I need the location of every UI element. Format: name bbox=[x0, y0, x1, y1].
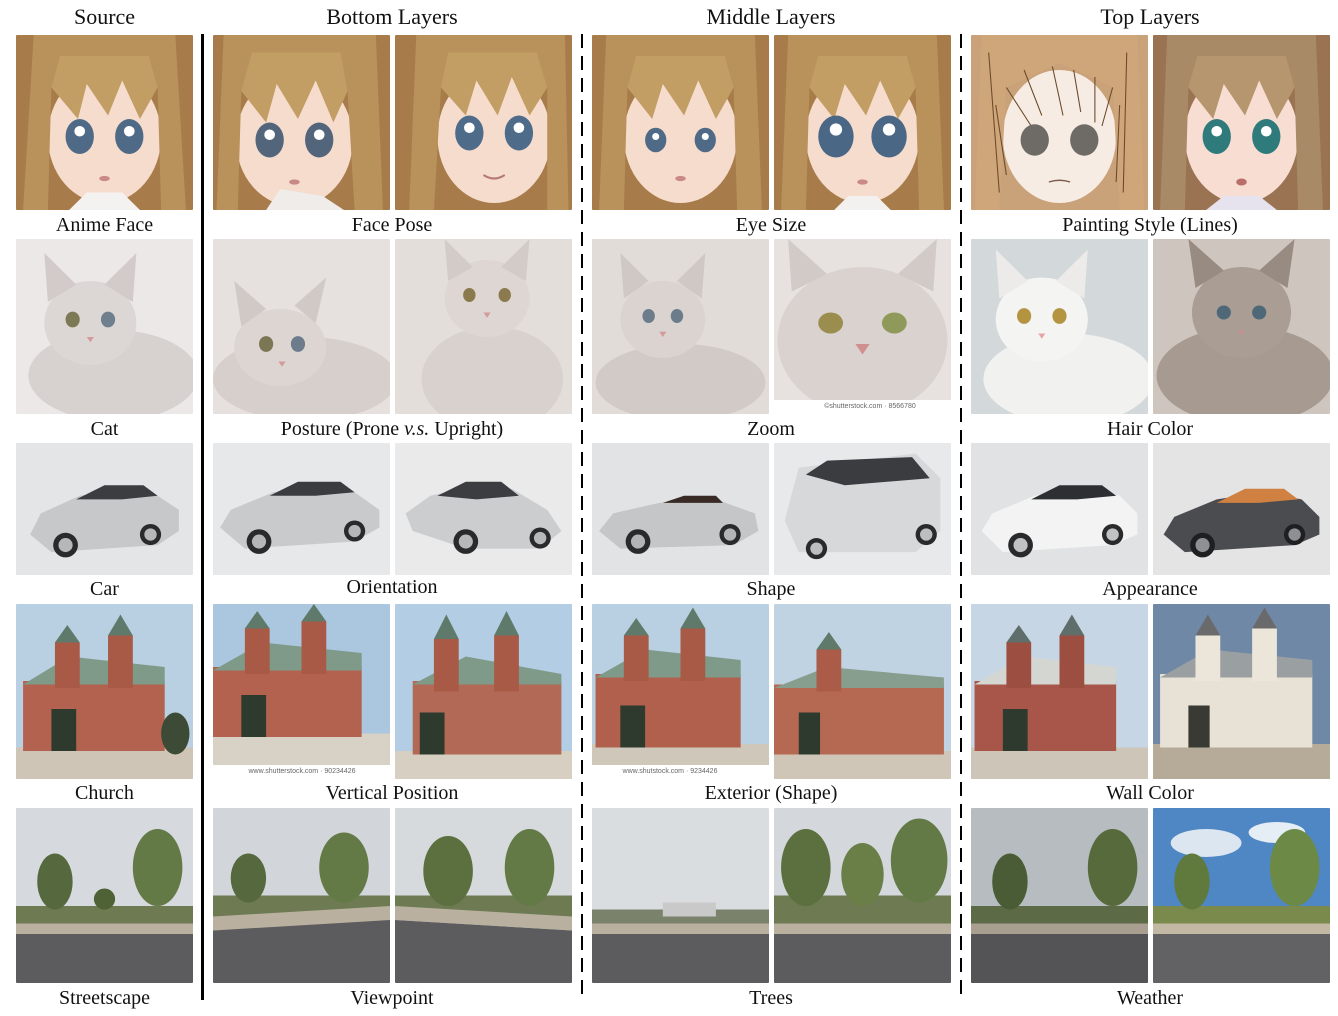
caption-exterior-shape: Exterior (Shape) bbox=[704, 782, 838, 804]
cat-top-image-1 bbox=[971, 239, 1148, 414]
header-middle-layers: Middle Layers bbox=[706, 4, 836, 29]
anime-face-top-image-1 bbox=[971, 35, 1148, 210]
church-middle-image-2 bbox=[774, 604, 951, 779]
anime-face-top-image-2 bbox=[1153, 35, 1330, 210]
church-top-image-1 bbox=[971, 604, 1148, 779]
church-bottom-image-2 bbox=[395, 604, 572, 779]
car-source-image bbox=[16, 443, 193, 575]
caption-cat: Cat bbox=[90, 418, 119, 440]
divider-source bbox=[201, 34, 204, 1000]
car-top-image-1 bbox=[971, 443, 1148, 575]
streetscape-bottom-image-1 bbox=[213, 808, 390, 983]
caption-posture-pre: Posture (Prone bbox=[280, 418, 405, 440]
watermark-cat-zoom: ©shutterstock.com · 8566780 bbox=[824, 403, 916, 410]
header-bottom-layers: Bottom Layers bbox=[326, 4, 458, 29]
caption-streetscape: Streetscape bbox=[58, 987, 151, 1009]
caption-trees: Trees bbox=[749, 987, 793, 1009]
anime-face-bottom-image-1 bbox=[213, 35, 390, 210]
cat-bottom-image-2 bbox=[395, 239, 572, 414]
watermark-church-vertical: www.shutterstock.com · 90234426 bbox=[248, 768, 356, 775]
church-source-image bbox=[16, 604, 193, 779]
cat-source-image bbox=[16, 239, 193, 414]
anime-face-bottom-image-2 bbox=[395, 35, 572, 210]
cat-top-image-2 bbox=[1153, 239, 1330, 414]
caption-hair-color: Hair Color bbox=[1106, 418, 1194, 440]
caption-orientation: Orientation bbox=[346, 576, 438, 598]
streetscape-top-image-2 bbox=[1153, 808, 1330, 983]
caption-church: Church bbox=[75, 782, 134, 804]
church-bottom-image-1 bbox=[213, 604, 390, 779]
streetscape-middle-image-2 bbox=[774, 808, 951, 983]
caption-vertical-position: Vertical Position bbox=[325, 782, 459, 804]
caption-posture: Posture (Prone v.s. Upright) bbox=[213, 417, 571, 441]
caption-eye-size: Eye Size bbox=[735, 214, 807, 236]
divider-middle-top bbox=[960, 34, 962, 1000]
car-bottom-image-1 bbox=[213, 443, 390, 575]
streetscape-top-image-1 bbox=[971, 808, 1148, 983]
caption-wall-color: Wall Color bbox=[1106, 782, 1194, 804]
streetscape-source-image bbox=[16, 808, 193, 983]
car-top-image-2 bbox=[1153, 443, 1330, 575]
watermark-church-exterior: www.shutstock.com · 9234426 bbox=[622, 768, 718, 775]
caption-shape: Shape bbox=[746, 578, 796, 600]
streetscape-bottom-image-2 bbox=[395, 808, 572, 983]
cat-bottom-image-1 bbox=[213, 239, 390, 414]
church-top-image-2 bbox=[1153, 604, 1330, 779]
caption-face-pose: Face Pose bbox=[351, 214, 433, 236]
caption-weather: Weather bbox=[1116, 987, 1184, 1009]
header-source: Source bbox=[73, 4, 136, 29]
header-top-layers: Top Layers bbox=[1100, 4, 1200, 29]
streetscape-middle-image-1 bbox=[592, 808, 769, 983]
cat-middle-image-1 bbox=[592, 239, 769, 414]
caption-painting-style: Painting Style (Lines) bbox=[1062, 214, 1238, 236]
cat-middle-image-2 bbox=[774, 239, 951, 414]
anime-face-middle-image-1 bbox=[592, 35, 769, 210]
car-middle-image-2 bbox=[774, 443, 951, 575]
car-bottom-image-2 bbox=[395, 443, 572, 575]
divider-bottom-middle bbox=[581, 34, 583, 1000]
caption-anime-face: Anime Face bbox=[55, 214, 154, 236]
caption-car: Car bbox=[90, 578, 119, 600]
caption-posture-vs: v.s. bbox=[404, 418, 430, 440]
caption-posture-post: Upright) bbox=[429, 418, 504, 440]
caption-viewpoint: Viewpoint bbox=[350, 987, 434, 1009]
anime-face-middle-image-2 bbox=[774, 35, 951, 210]
anime-face-source-image bbox=[16, 35, 193, 210]
caption-zoom: Zoom bbox=[747, 418, 795, 440]
car-middle-image-1 bbox=[592, 443, 769, 575]
caption-appearance: Appearance bbox=[1102, 578, 1198, 600]
church-middle-image-1 bbox=[592, 604, 769, 779]
